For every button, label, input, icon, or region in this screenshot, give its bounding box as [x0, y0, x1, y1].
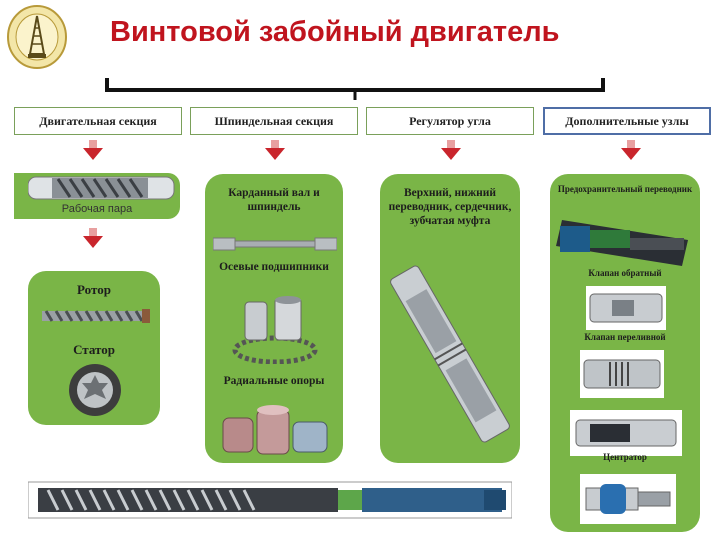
radial-supports-image [222, 405, 328, 455]
safety-sub-image [556, 220, 688, 266]
arrow-down-icon [621, 140, 641, 160]
axial-bearings-image [232, 296, 318, 364]
arrow-down-icon [83, 140, 103, 160]
centralizer-part-image [580, 474, 676, 524]
radial-supports-label: Радиальные опоры [223, 375, 325, 387]
downhole-motor-assembly-image [28, 481, 512, 519]
safety-sub-label: Предохранительный переводник [557, 184, 693, 194]
check-valve-image [586, 286, 666, 330]
header-motor-section: Двигательная секция [14, 107, 182, 135]
spindle-shaft-label: Карданный вал и шпиндель [228, 187, 320, 213]
header-additional-units: Дополнительные узлы [543, 107, 711, 135]
working-pair-label: Рабочая пара [61, 203, 133, 215]
overflow-valve-image [580, 350, 664, 398]
angle-regulator-panel: Верхний, нижний переводник, сердечник, з… [380, 174, 520, 463]
stator-label: Статор [73, 342, 115, 357]
centralizer-label: Центратор [603, 452, 647, 462]
rotor-label: Ротор [77, 282, 111, 297]
section-bracket [105, 78, 605, 100]
axial-bearings-label: Осевые подшипники [219, 261, 329, 273]
header-spindle-section: Шпиндельная секция [190, 107, 358, 135]
stator-image [69, 364, 121, 416]
header-angle-regulator: Регулятор угла [366, 107, 534, 135]
page-title: Винтовой забойный двигатель [110, 16, 560, 48]
angle-regulator-image [390, 265, 510, 443]
arrow-down-icon [441, 140, 461, 160]
department-logo [7, 5, 67, 69]
additional-units-panel: Предохранительный переводник Клапан обра… [550, 174, 700, 532]
working-pair-panel: Рабочая пара [14, 173, 180, 219]
spindle-panel: Карданный вал и шпиндель Осевые подшипни… [205, 174, 343, 463]
arrow-down-icon [83, 228, 103, 248]
working-pair-image [28, 176, 175, 200]
check-valve-label: Клапан обратный [588, 268, 662, 278]
arrow-down-icon [265, 140, 285, 160]
overflow-valve-label: Клапан переливной [584, 332, 666, 342]
angle-regulator-parts-label: Верхний, нижний переводник, сердечник, з… [388, 187, 512, 227]
rotor-image [42, 309, 150, 323]
rotor-stator-panel: Ротор Статор [28, 271, 160, 425]
centralizer-image [570, 410, 682, 456]
cardan-shaft-image [213, 237, 337, 251]
